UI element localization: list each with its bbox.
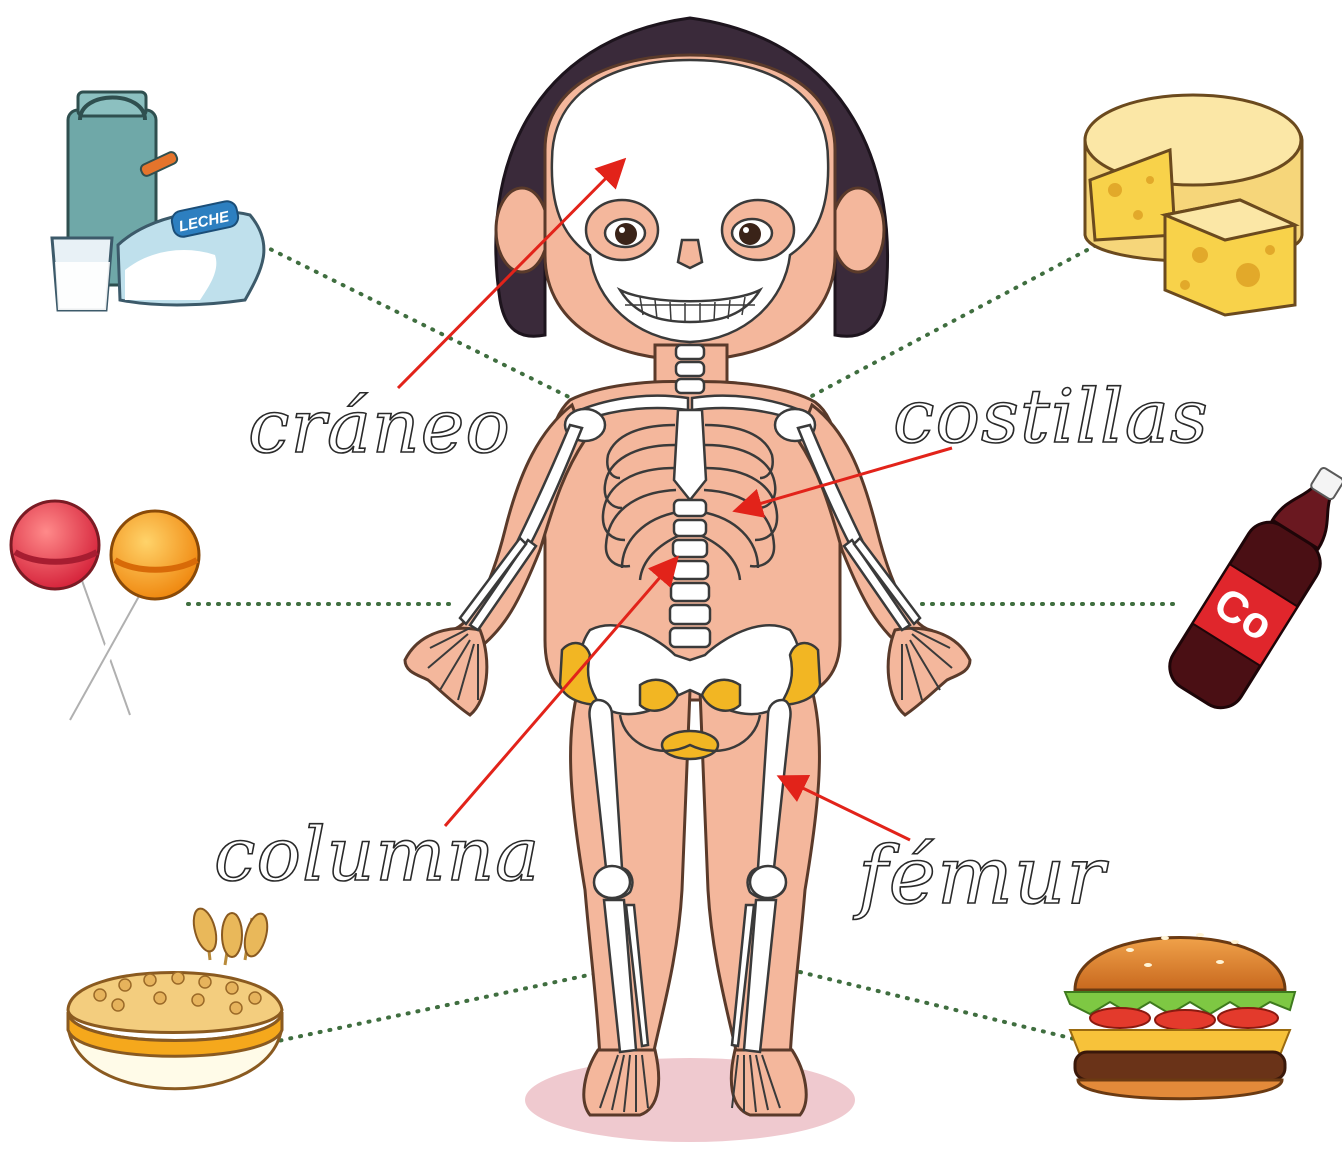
label-costillas: costillas (893, 380, 1209, 454)
right-foot (731, 1050, 806, 1115)
cheese-icon (1085, 95, 1302, 315)
soda-bottle-icon: Co (1161, 452, 1342, 717)
label-craneo: cráneo (248, 390, 511, 464)
left-hand (405, 628, 487, 715)
spine (670, 500, 710, 647)
left-ear (496, 188, 548, 272)
left-patella (594, 866, 630, 898)
burger-icon (1065, 933, 1295, 1099)
nasal-cavity (678, 240, 702, 268)
label-femur: fémur (858, 836, 1106, 916)
right-patella (750, 866, 786, 898)
label-columna: columna (214, 818, 540, 892)
lollipop-icon (11, 501, 199, 720)
milk-icon: LECHE (52, 92, 264, 310)
sternum (674, 410, 706, 500)
cereal-bowl-icon (68, 906, 282, 1089)
right-ear (832, 188, 884, 272)
